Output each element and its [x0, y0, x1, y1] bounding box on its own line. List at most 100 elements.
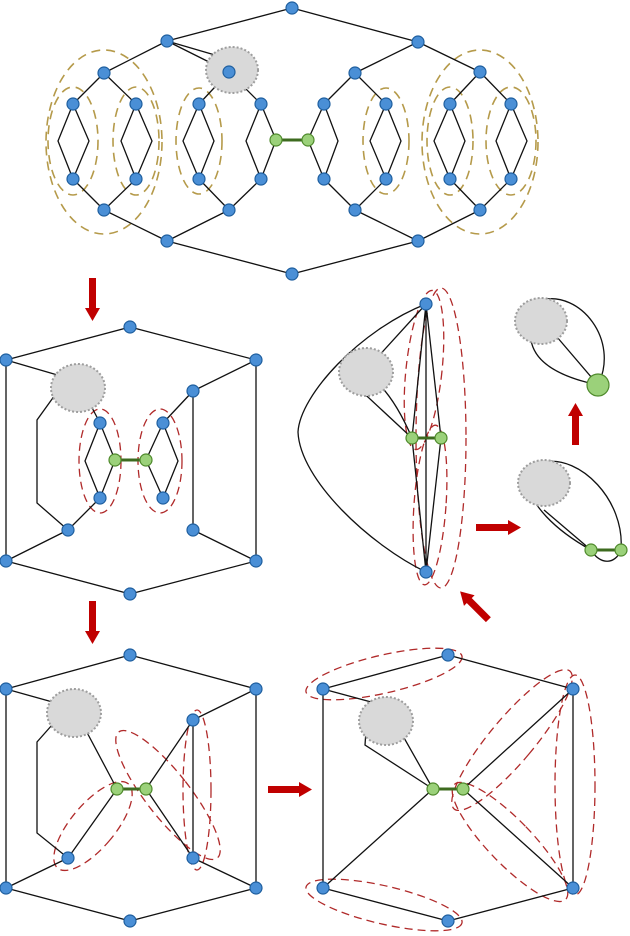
special-vertex: [426, 782, 440, 796]
edge: [322, 654, 574, 922]
blob: [50, 363, 106, 413]
gold-group-left-b: [112, 86, 160, 196]
red-group-right-vertical: [554, 674, 596, 896]
vertex: [317, 172, 331, 186]
vertex: [186, 713, 200, 727]
vertex: [249, 554, 263, 568]
vertex: [249, 353, 263, 367]
gold-group-left-a: [47, 86, 99, 196]
vertex: [156, 416, 170, 430]
red-group-bottom: [305, 878, 463, 932]
gold-group-right-b: [485, 86, 537, 196]
vertex: [66, 172, 80, 186]
red-group-right-diagonal: [115, 729, 221, 861]
vertex: [348, 66, 362, 80]
red-group-lower: [412, 424, 448, 586]
vertex: [129, 172, 143, 186]
bottom-right-graph: [305, 647, 596, 932]
blob: [517, 459, 571, 507]
edge: [5, 359, 257, 562]
gold-group-outer-left: [45, 49, 163, 235]
vertex: [123, 914, 137, 928]
vertex: [93, 416, 107, 430]
vertex: [254, 172, 268, 186]
middle-left-graph: [0, 320, 263, 601]
vertex: [249, 682, 263, 696]
special-vertex: [108, 453, 122, 467]
middle-right-graph: [297, 287, 467, 589]
vertex: [0, 554, 13, 568]
vertex: [61, 523, 75, 537]
special-vertex: [139, 782, 153, 796]
vertex: [285, 267, 299, 281]
edge: [5, 326, 257, 595]
gold-group-mid-right: [362, 87, 410, 195]
edge: [297, 303, 427, 573]
vertex: [379, 172, 393, 186]
vertices: [405, 297, 448, 579]
vertex: [285, 1, 299, 15]
edge: [72, 71, 512, 105]
edge: [103, 7, 481, 74]
vertex: [123, 648, 137, 662]
edge: [36, 707, 194, 859]
vertex: [160, 234, 174, 248]
vertex: [411, 35, 425, 49]
red-group-top: [305, 647, 463, 701]
vertex: [222, 65, 236, 79]
special-vertex: [301, 133, 315, 147]
vertex: [419, 297, 433, 311]
merged-vertex: [586, 373, 610, 397]
vertex: [222, 203, 236, 217]
vertex: [473, 65, 487, 79]
vertex: [66, 97, 80, 111]
vertex: [379, 97, 393, 111]
vertex: [186, 851, 200, 865]
vertex: [254, 97, 268, 111]
gold-group-mid-left: [175, 87, 223, 195]
special-vertex: [434, 431, 448, 445]
vertex: [156, 491, 170, 505]
vertex: [443, 97, 457, 111]
vertex: [441, 648, 455, 662]
vertex: [93, 491, 107, 505]
vertex: [411, 234, 425, 248]
vertex: [186, 384, 200, 398]
edge: [524, 460, 622, 562]
vertex: [160, 34, 174, 48]
red-group-outer: [415, 287, 467, 589]
vertex: [129, 97, 143, 111]
vertex: [419, 565, 433, 579]
vertex: [441, 914, 455, 928]
special-vertex: [584, 543, 598, 557]
vertices: [0, 648, 263, 928]
vertex: [473, 203, 487, 217]
vertices: [316, 648, 580, 928]
vertex: [61, 851, 75, 865]
special-vertex: [269, 133, 283, 147]
blob: [46, 688, 102, 738]
vertex: [249, 881, 263, 895]
vertices: [66, 1, 518, 281]
vertex: [566, 682, 580, 696]
diagonal-arrow: [460, 591, 491, 623]
vertex: [317, 97, 331, 111]
special-vertex: [614, 543, 628, 557]
edge: [57, 103, 528, 180]
vertex: [504, 97, 518, 111]
right-arrow-bottom: [268, 782, 312, 797]
vertex: [97, 66, 111, 80]
gold-group-right-a: [426, 86, 474, 196]
right-arrow-middle: [476, 520, 521, 535]
vertex: [566, 881, 580, 895]
vertex: [186, 523, 200, 537]
vertex: [192, 172, 206, 186]
vertex: [316, 682, 330, 696]
red-group-right-lower: [451, 781, 569, 903]
edge: [5, 654, 257, 922]
down-arrow-2: [85, 601, 100, 644]
small-right-lower-graph: [517, 459, 628, 562]
red-group-right-upper: [451, 668, 573, 812]
vertex: [348, 203, 362, 217]
